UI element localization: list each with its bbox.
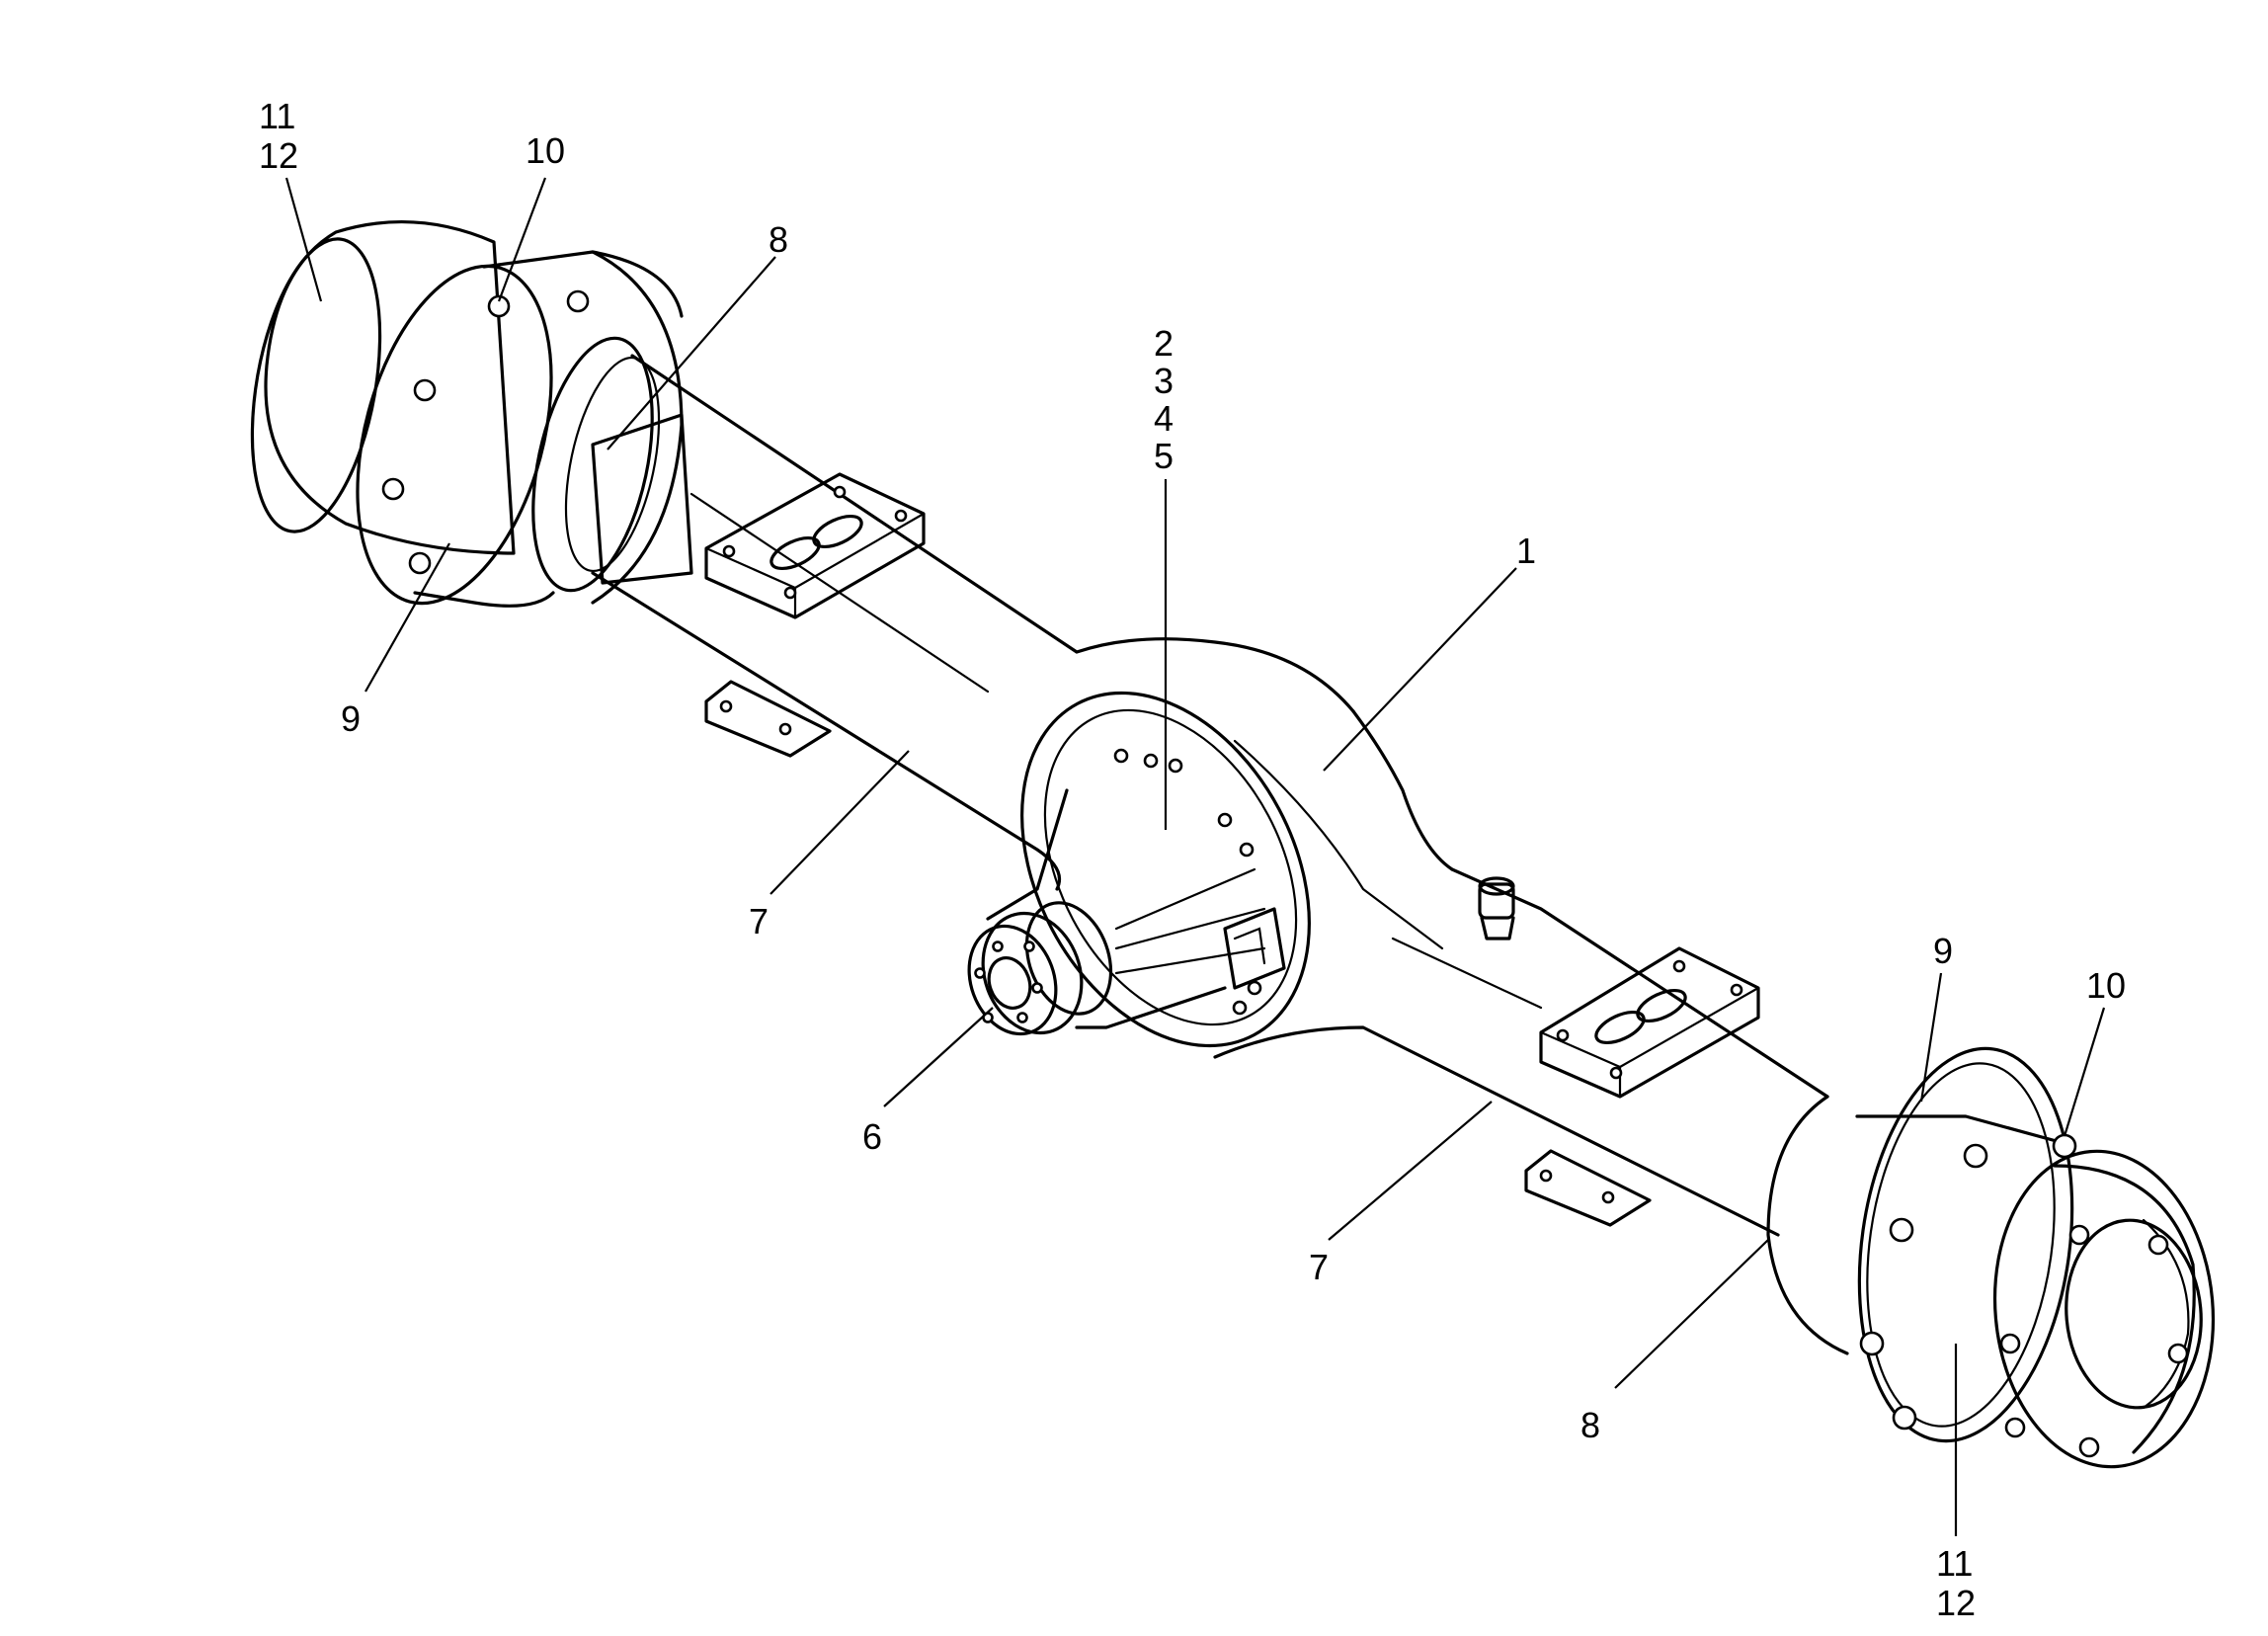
spring-seat-right-upper <box>1539 946 1760 1099</box>
axle-housing <box>591 354 1829 1237</box>
right-hub-assembly <box>1766 1046 2216 1469</box>
callout-6: 6 <box>862 1116 882 1157</box>
callout-7-left: 7 <box>749 901 769 941</box>
callout-2: 2 <box>1154 323 1174 364</box>
left-hub-assembly <box>250 220 684 608</box>
spring-seat-left-lower <box>704 680 832 758</box>
callout-10-right: 10 <box>2086 965 2126 1006</box>
leader-1 <box>1323 567 1517 772</box>
leader-11-12-left <box>284 177 323 302</box>
leader-7-left <box>770 750 910 895</box>
callout-3: 3 <box>1154 361 1174 401</box>
callout-11-right: 11 <box>1936 1543 1973 1584</box>
callout-labels: 11 12 10 8 2 3 4 5 1 9 7 6 9 10 7 8 11 1… <box>259 96 2126 1623</box>
callout-11-left: 11 <box>259 96 295 136</box>
leader-7-right <box>1328 1101 1493 1241</box>
leader-9-left <box>364 542 450 693</box>
callout-8-left: 8 <box>769 219 788 260</box>
callout-7-right: 7 <box>1309 1247 1329 1287</box>
breather-plug <box>1478 876 1515 941</box>
callout-12-right: 12 <box>1936 1583 1976 1623</box>
callout-8-right: 8 <box>1580 1405 1600 1445</box>
spring-seat-right-lower <box>1524 1149 1652 1227</box>
leader-lines <box>284 177 2106 1536</box>
callout-9-right: 9 <box>1933 931 1953 971</box>
callout-10-left: 10 <box>526 130 565 171</box>
leader-10-right <box>2063 1007 2106 1137</box>
leader-8-left <box>607 256 776 450</box>
callout-1: 1 <box>1516 531 1536 571</box>
callout-5: 5 <box>1154 436 1174 476</box>
callout-12-left: 12 <box>259 135 298 176</box>
spring-seat-left-upper <box>704 472 926 619</box>
pinion-flange <box>967 901 1113 1036</box>
leader-10-left <box>497 177 547 302</box>
leader-8-right <box>1614 1239 1769 1389</box>
leader-6 <box>883 1007 994 1107</box>
leader-9-right <box>1919 972 1943 1103</box>
callout-9-left: 9 <box>341 698 361 739</box>
callout-4: 4 <box>1154 398 1174 439</box>
differential-carrier <box>986 691 1311 1048</box>
